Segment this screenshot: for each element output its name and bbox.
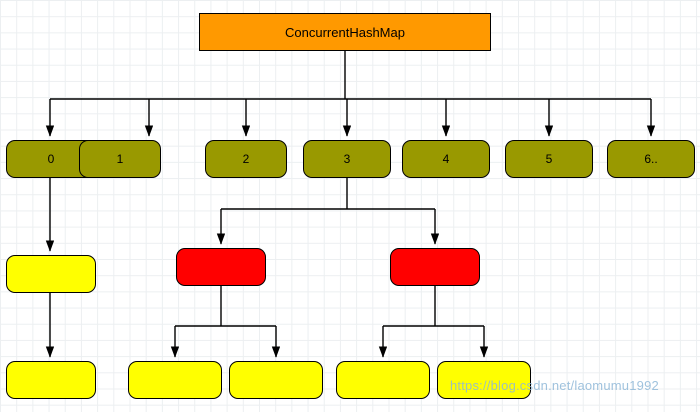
node-bucket-5-label: 5 (545, 152, 553, 166)
node-bucket-4[interactable]: 4 (402, 140, 490, 178)
node-bucket-5[interactable]: 5 (505, 140, 593, 178)
node-bucket-4-label: 4 (442, 152, 450, 166)
node-leaf-3[interactable] (336, 361, 430, 399)
node-bucket-6[interactable]: 6.. (607, 140, 695, 178)
node-bucket-1[interactable]: 1 (79, 140, 161, 178)
node-bucket-2[interactable]: 2 (205, 140, 287, 178)
node-bucket-6-label: 6.. (644, 152, 658, 166)
node-tree-right[interactable] (390, 248, 480, 286)
node-leaf-2[interactable] (229, 361, 323, 399)
node-leaf-1[interactable] (128, 361, 222, 399)
node-bucket-1-label: 1 (116, 152, 124, 166)
node-entry-1[interactable] (6, 361, 96, 399)
node-bucket-3[interactable]: 3 (303, 140, 391, 178)
node-bucket-3-label: 3 (343, 152, 351, 166)
node-bucket-2-label: 2 (242, 152, 250, 166)
node-tree-left[interactable] (176, 248, 266, 286)
node-root-label: ConcurrentHashMap (285, 24, 405, 40)
watermark-text: https://blog.csdn.net/laomumu1992 (450, 378, 659, 393)
node-root[interactable]: ConcurrentHashMap (199, 13, 491, 51)
node-leaf-4[interactable] (437, 361, 531, 399)
node-bucket-0-label: 0 (47, 152, 55, 166)
node-entry-0[interactable] (6, 255, 96, 293)
